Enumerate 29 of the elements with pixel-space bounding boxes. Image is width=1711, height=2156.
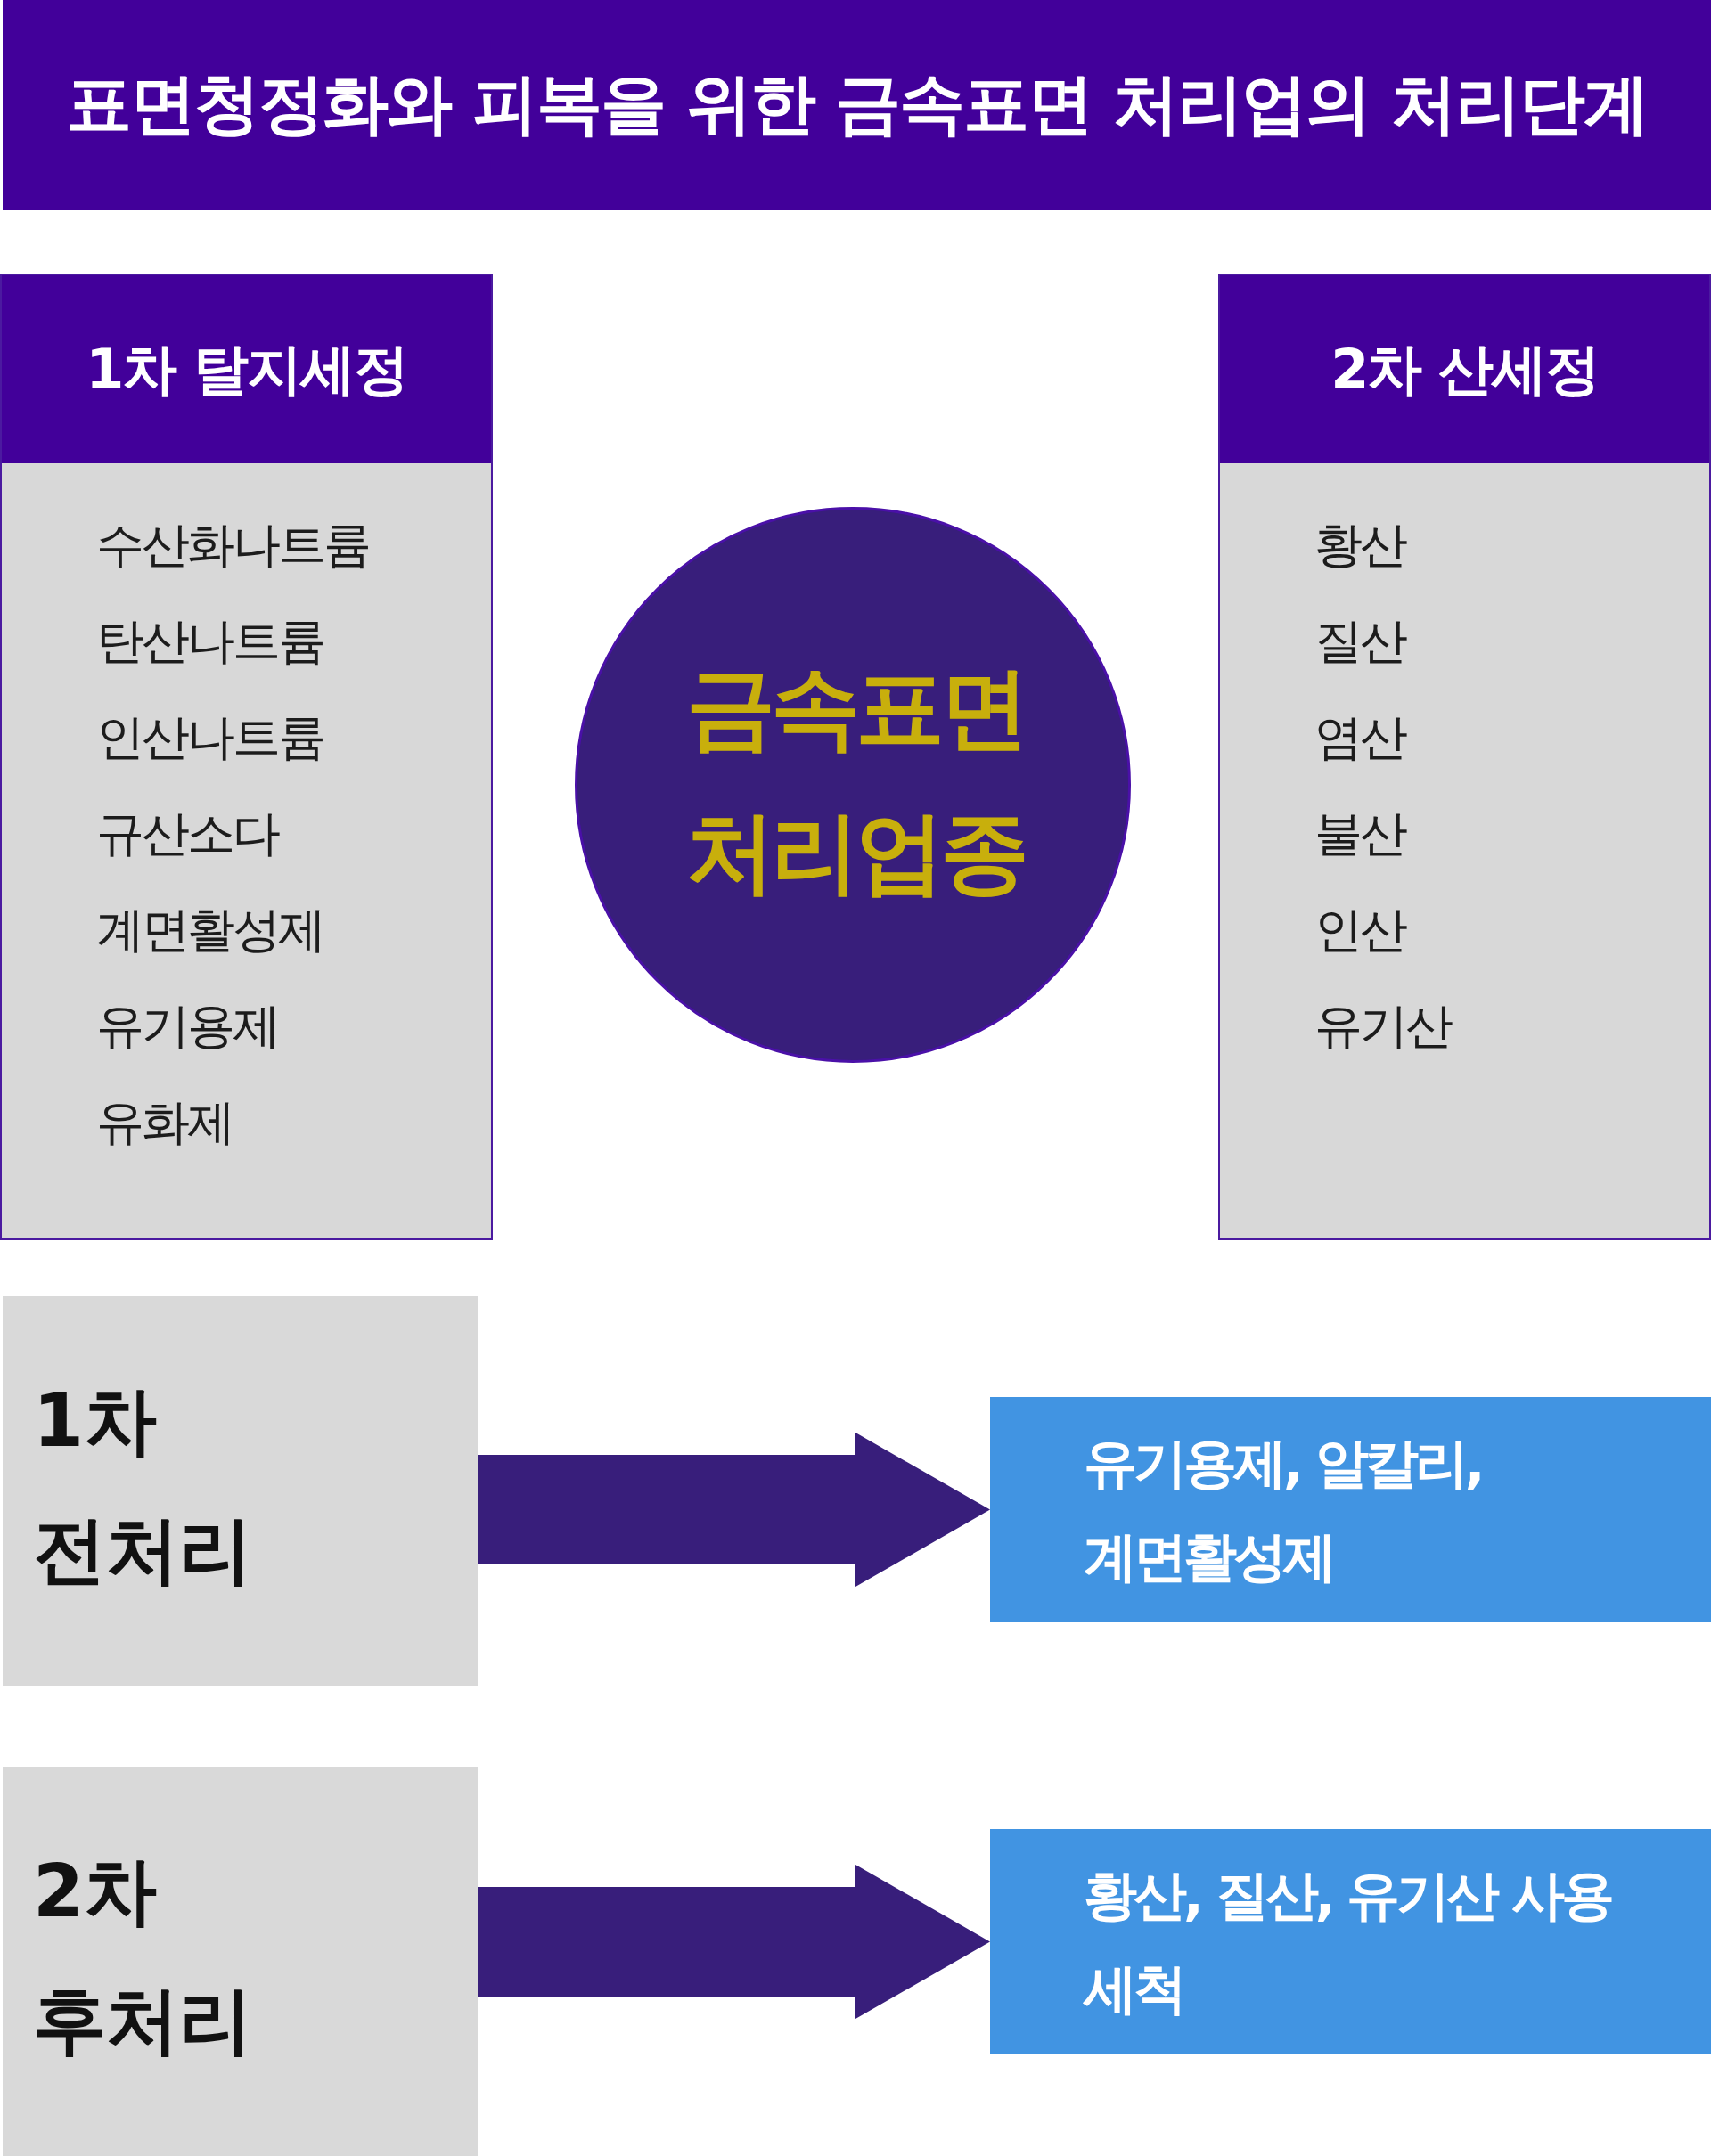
block-arrow (478, 1433, 990, 1587)
list-item: 불산 (1314, 805, 1407, 862)
list-item: 질산 (1314, 613, 1407, 670)
list-item: 규산소다 (96, 805, 280, 862)
list-item: 인산나트륨 (96, 709, 324, 766)
circle-label: 금속표면 처리업종 (685, 655, 1025, 906)
list-item: 탄산나트륨 (96, 613, 324, 670)
stage-box (3, 1296, 478, 1686)
list-item: 수산화나트륨 (96, 517, 370, 574)
stage-label: 2차 후처리 (33, 1847, 253, 2064)
title-banner: 표면청정화와 피복을 위한 금속표면 처리업의 처리단계 (3, 0, 1711, 210)
result-box (990, 1829, 1711, 2054)
list-panel (0, 274, 493, 1240)
stage-label: 1차 전처리 (33, 1376, 253, 1594)
list-item: 계면활성제 (96, 902, 324, 959)
result-text: 황산, 질산, 유기산 사용 세척 (1084, 1862, 1613, 2021)
panel-heading: 1차 탈지세정 (2, 275, 491, 463)
result-text: 유기용제, 알칼리, 계면활성제 (1084, 1430, 1483, 1589)
list-panel (1218, 274, 1711, 1240)
list-item: 인산 (1314, 902, 1407, 959)
panel-heading: 2차 산세정 (1220, 275, 1709, 463)
list-item: 염산 (1314, 709, 1407, 766)
block-arrow (478, 1865, 990, 2019)
list-item: 유기산 (1314, 998, 1453, 1055)
list-item: 유기용제 (96, 998, 279, 1055)
list-item: 유화제 (96, 1094, 233, 1151)
stage-box (3, 1767, 478, 2156)
list-item: 황산 (1314, 517, 1407, 574)
result-box (990, 1397, 1711, 1622)
